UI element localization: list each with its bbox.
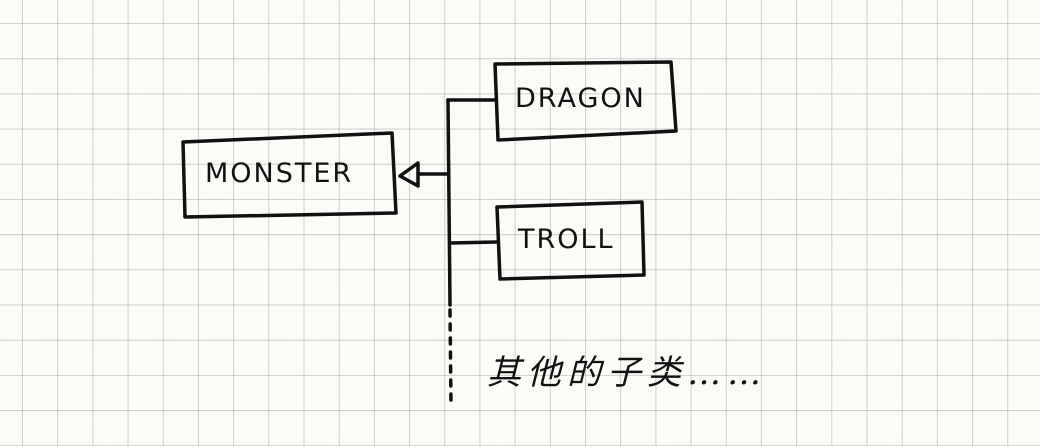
dragon-label: DRAGON — [515, 83, 646, 114]
troll-box — [495, 200, 646, 281]
dragon-box — [493, 60, 678, 142]
trunk-dashed-continuation — [448, 308, 453, 407]
monster-box — [181, 131, 398, 219]
other-subclasses-note: 其他的子类…… — [487, 353, 767, 393]
monster-label: MONSTER — [205, 158, 354, 189]
troll-label: TROLL — [518, 224, 615, 255]
inheritance-arrowhead — [398, 161, 420, 188]
troll-connector — [448, 240, 499, 245]
trunk-line — [446, 98, 452, 307]
